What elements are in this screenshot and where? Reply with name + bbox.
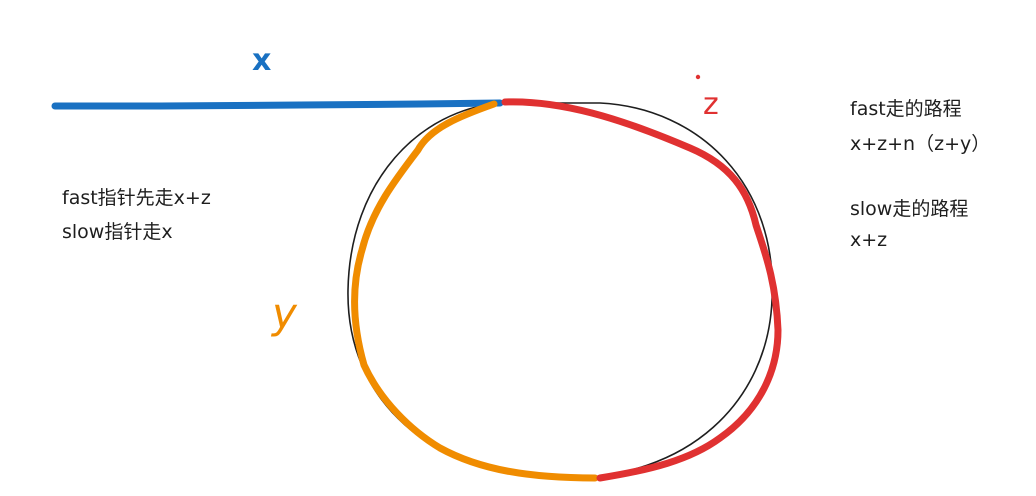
x-segment-path	[51, 99, 504, 110]
fast-distance-formula: x+z+n（z+y）	[850, 133, 990, 155]
fast-distance-title: fast走的路程	[850, 98, 962, 120]
y-label: y	[270, 289, 298, 338]
slow-distance-formula: x+z	[850, 229, 887, 251]
z-label: z	[703, 87, 719, 122]
left-note-line-2: slow指针走x	[62, 221, 173, 243]
z-segment-path	[501, 98, 782, 482]
z-dot-mark	[695, 74, 701, 80]
y-segment-path	[351, 100, 599, 482]
slow-distance-title: slow走的路程	[850, 198, 968, 220]
x-label: x	[252, 43, 271, 78]
left-note-line-1: fast指针先走x+z	[62, 187, 211, 209]
